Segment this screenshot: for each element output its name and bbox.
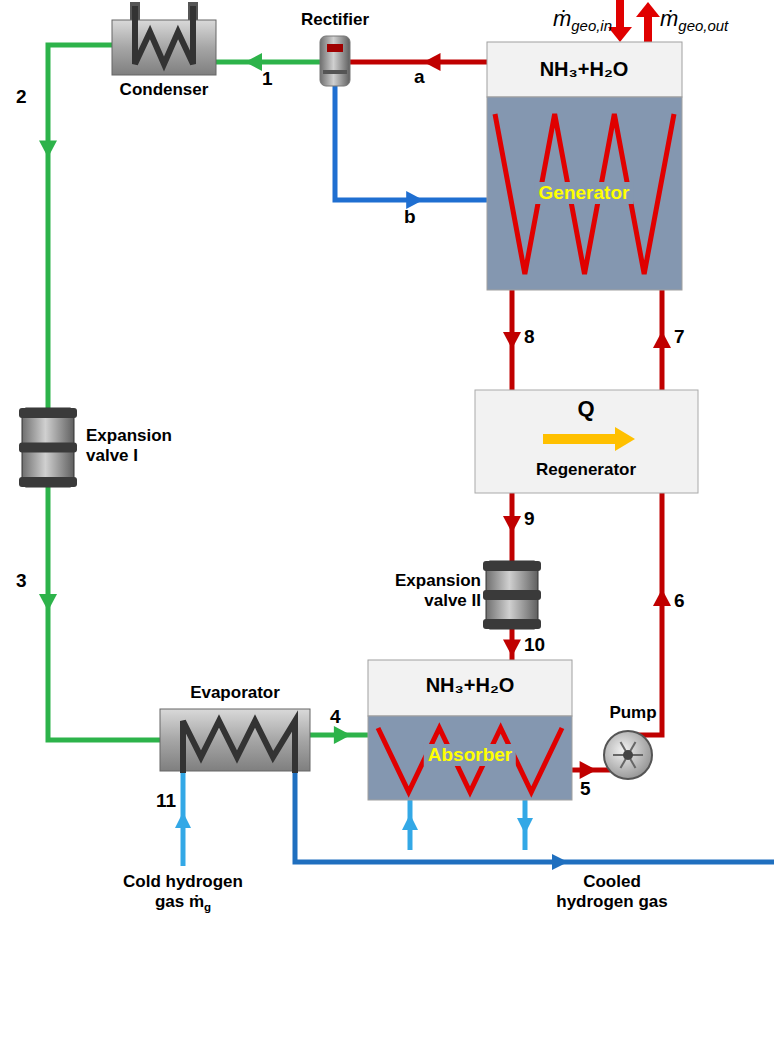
flow-connector: [216, 53, 292, 71]
flow-connector: [572, 761, 598, 779]
state-point-label: a: [414, 66, 425, 88]
state-point-label: 6: [674, 590, 685, 612]
flow-connector: [378, 53, 487, 71]
valve-symbol: [483, 561, 541, 629]
arrowhead: [334, 726, 351, 744]
node-label: NH₃+H₂O: [426, 674, 515, 697]
vessel-body: [368, 716, 572, 800]
geothermal-outlet: [636, 2, 660, 42]
state-point-label: 5: [580, 778, 591, 800]
node-label: Pump: [609, 703, 656, 723]
pipe-stub: [510, 555, 515, 561]
pipe-stub: [333, 86, 338, 92]
hydrogen-inlet-line: [175, 773, 191, 866]
pipe-stub: [46, 400, 51, 408]
arrowhead: [503, 516, 521, 533]
node-label: Expansion valve II: [395, 571, 481, 610]
arrowhead: [503, 332, 521, 349]
flow-connector: [39, 495, 160, 740]
flow-connector: [503, 290, 521, 390]
arrowhead: [580, 761, 597, 779]
node-sublabel: Generator: [535, 182, 634, 204]
flow-connector: [39, 45, 112, 400]
state-point-label: 2: [16, 86, 27, 108]
pipe-stub: [350, 60, 378, 65]
arrowhead: [245, 53, 262, 71]
flow-label: ṁgeo,in: [504, 6, 612, 31]
pipe-stub: [46, 487, 51, 495]
flow-label: ṁgeo,out: [660, 6, 770, 31]
arrowhead: [503, 640, 521, 657]
state-point-label: 4: [330, 706, 341, 728]
vessel-top: [487, 42, 682, 97]
expansion-valve: Expansion valve II: [395, 555, 544, 635]
state-point-label: 9: [524, 508, 535, 530]
node-label: Q: [577, 396, 594, 421]
arrowhead: [424, 53, 441, 71]
flow-connector: [335, 92, 487, 209]
heating-coil: [495, 114, 674, 274]
arrowhead: [653, 589, 671, 606]
state-point-label: 3: [16, 570, 27, 592]
stream-label: Cold hydrogen gas ṁg: [113, 872, 253, 911]
condenser: Condenser: [112, 20, 216, 104]
node-label: NH₃+H₂O: [540, 58, 629, 81]
node-label: Evaporator: [190, 683, 280, 703]
vessel-body: [487, 97, 682, 290]
state-point-label: b: [404, 206, 416, 228]
state-point-label: 8: [524, 326, 535, 348]
flow-connector: [310, 726, 368, 744]
vessel-top: [368, 660, 572, 716]
state-point-label: 7: [674, 326, 685, 348]
state-point-label: 10: [524, 634, 545, 656]
pipe-stub: [292, 60, 320, 65]
flow-connector: [653, 493, 671, 703]
expansion-valve: Expansion valve I: [14, 400, 234, 495]
evaporator: Evaporator: [160, 683, 310, 773]
arrowhead: [653, 331, 671, 348]
flow-line: [48, 495, 160, 740]
arrowhead: [39, 141, 57, 158]
pump: Pump: [598, 703, 668, 783]
arrowhead: [39, 594, 57, 611]
flow-connector: [503, 635, 521, 660]
cooling-water-lines: [402, 800, 533, 850]
flow-connector: [503, 493, 521, 555]
valve-symbol: [19, 408, 77, 487]
state-number: 11: [156, 790, 180, 812]
regenerator: Q Regenerator: [475, 390, 698, 493]
flow-connector: [653, 290, 671, 390]
stream-label: Cooled hydrogen gas: [552, 872, 672, 911]
node-label: Expansion valve I: [86, 426, 196, 465]
node-sublabel: Absorber: [424, 744, 516, 766]
pipe-stub: [510, 629, 515, 635]
node-sublabel: Regenerator: [536, 460, 636, 480]
generator: NH₃+H₂O Generator: [487, 42, 682, 290]
heating-coil: [378, 728, 562, 792]
node-label: Rectifier: [301, 10, 369, 30]
state-point-label: 1: [262, 68, 273, 90]
flow-line: [48, 45, 112, 400]
rectifier: Rectifier: [292, 10, 378, 92]
node-label: Condenser: [120, 80, 209, 100]
flow-line: [335, 92, 487, 200]
absorber: NH₃+H₂O Absorber: [368, 660, 572, 800]
